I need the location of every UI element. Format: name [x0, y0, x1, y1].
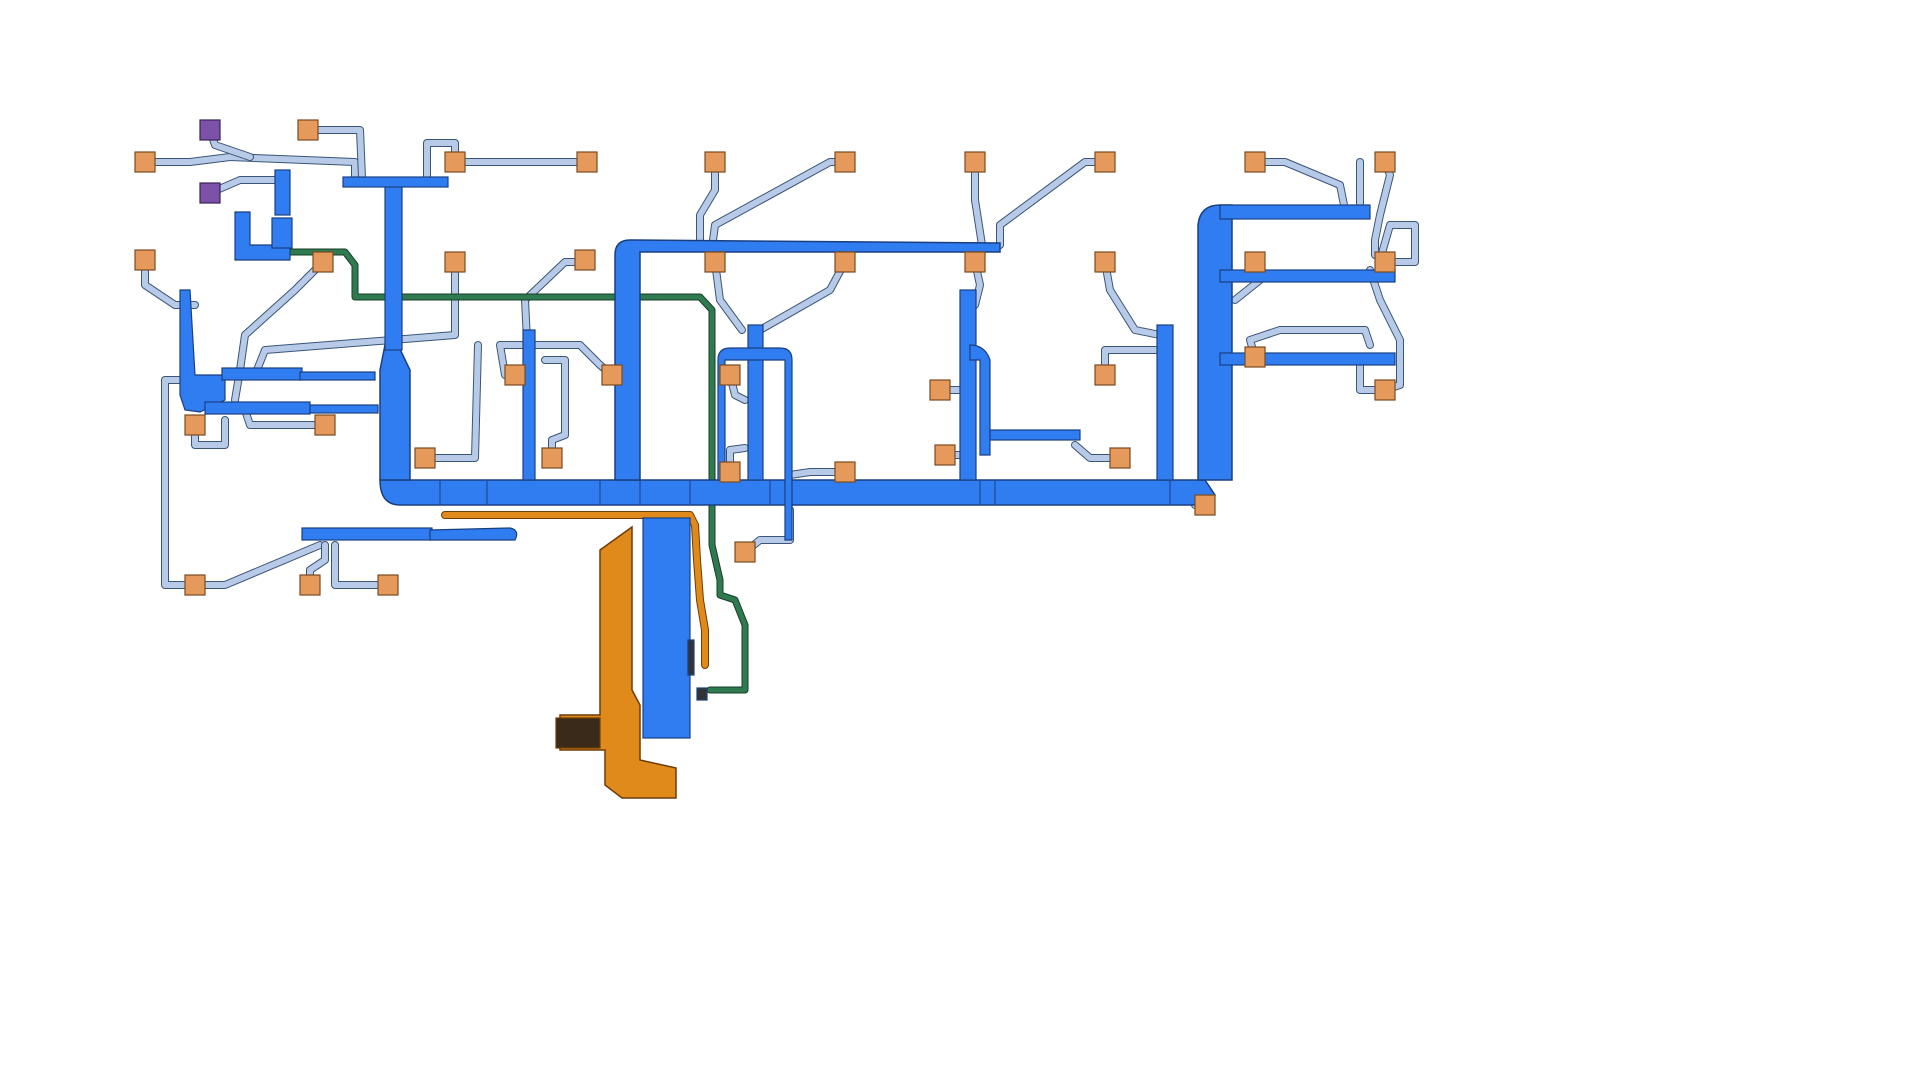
branch-pipe	[242, 407, 328, 428]
lower-left-duct-taper	[429, 527, 518, 541]
ahu-part-2	[696, 687, 708, 701]
terminal-purple	[199, 182, 221, 204]
top-left-header	[342, 176, 449, 188]
terminal	[574, 249, 596, 271]
terminal	[541, 447, 563, 469]
terminal	[184, 574, 206, 596]
terminal	[184, 414, 206, 436]
supply-branch-east	[989, 429, 1081, 441]
branch-pipe	[1232, 277, 1263, 303]
terminal	[576, 151, 598, 173]
branch-pipe-edge	[421, 341, 482, 462]
right-riser	[1197, 204, 1233, 481]
left-branch-b	[204, 401, 311, 415]
lower-left-duct	[301, 527, 433, 541]
branch-pipe	[422, 342, 481, 461]
terminal	[314, 414, 336, 436]
branch-pipe-edge	[996, 158, 1109, 249]
branch-pipe	[1247, 327, 1373, 360]
supply-loop	[717, 347, 793, 541]
branch-pipe	[712, 259, 745, 333]
terminal	[1194, 494, 1216, 516]
terminal	[834, 251, 856, 273]
terminal	[312, 251, 334, 273]
left-riser-upper	[384, 179, 403, 351]
terminal	[1244, 346, 1266, 368]
terminal	[134, 151, 156, 173]
terminal	[299, 574, 321, 596]
terminal	[964, 251, 986, 273]
terminal	[704, 251, 726, 273]
terminal	[1244, 251, 1266, 273]
branch-pipe	[997, 159, 1108, 248]
branch-pipe	[1252, 159, 1348, 213]
left-branch-b2	[309, 404, 379, 414]
branch-pipe	[305, 127, 365, 181]
supply-drop	[1156, 324, 1174, 481]
terminal	[964, 151, 986, 173]
green-pipe	[282, 249, 748, 693]
top-cross-duct	[614, 239, 1001, 481]
branch-pipe	[542, 357, 568, 461]
supply-drop	[522, 329, 536, 481]
terminal	[444, 151, 466, 173]
ahu-unit	[642, 517, 691, 739]
terminal	[719, 364, 741, 386]
terminal	[1244, 151, 1266, 173]
terminal	[377, 574, 399, 596]
terminal	[834, 461, 856, 483]
return-duct-grille	[555, 717, 601, 749]
right-branch-2	[1219, 269, 1396, 283]
branch-pipe	[1102, 259, 1163, 338]
terminal	[134, 249, 156, 271]
branch-pipe	[162, 377, 198, 588]
vav-damper	[271, 217, 293, 249]
terminal	[934, 444, 956, 466]
branch-pipe	[972, 159, 985, 248]
terminal	[1374, 251, 1396, 273]
supply-elbow	[969, 344, 991, 456]
terminal	[504, 364, 526, 386]
terminal	[734, 541, 756, 563]
terminal	[1374, 379, 1396, 401]
terminal	[414, 447, 436, 469]
supply-drop	[747, 324, 764, 481]
branch-pipe	[1367, 267, 1403, 393]
terminal-purple	[199, 119, 221, 141]
branch-pipe	[787, 469, 848, 478]
branch-pipe	[332, 542, 391, 588]
branch-pipe	[709, 159, 848, 251]
terminal	[444, 251, 466, 273]
left-manifold	[179, 289, 226, 413]
left-branch-a2	[299, 371, 376, 381]
terminal	[929, 379, 951, 401]
supply-drop	[959, 289, 977, 481]
terminal	[601, 364, 623, 386]
return-pipe	[442, 512, 708, 668]
terminal	[1094, 251, 1116, 273]
main-trunk	[379, 479, 1216, 506]
terminal	[1094, 364, 1116, 386]
branch-pipe	[522, 259, 588, 343]
branch-pipe	[697, 159, 718, 248]
vav-riser	[274, 169, 291, 216]
right-branch-1	[1219, 204, 1371, 220]
terminal	[704, 151, 726, 173]
left-branch-a	[221, 367, 303, 381]
branch-pipe	[1377, 222, 1418, 265]
terminal	[297, 119, 319, 141]
branch-pipe	[142, 154, 358, 181]
left-riser	[379, 344, 411, 481]
terminal	[1094, 151, 1116, 173]
terminal	[1109, 447, 1131, 469]
branch-pipe-edge	[708, 158, 849, 252]
ahu-part	[687, 639, 695, 676]
terminal	[834, 151, 856, 173]
terminal	[1374, 151, 1396, 173]
branch-pipe	[757, 259, 848, 333]
terminal	[719, 461, 741, 483]
